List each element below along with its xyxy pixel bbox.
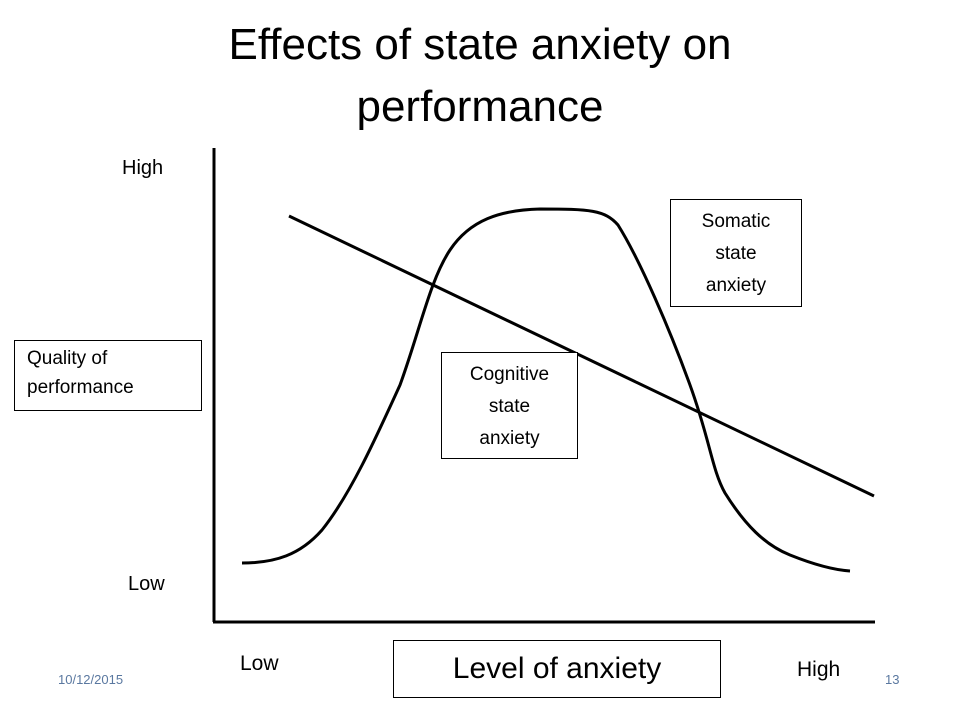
cognitive-label-line-3: anxiety — [479, 428, 540, 449]
y-axis-low-label: Low — [128, 573, 165, 595]
somatic-state-anxiety-label: Somatic state anxiety — [670, 199, 802, 307]
somatic-label-line-2: state — [715, 243, 757, 264]
cognitive-label-line-1: Cognitive — [469, 364, 550, 385]
x-axis-low-label: Low — [240, 652, 279, 675]
somatic-label-line-1: Somatic — [701, 211, 771, 232]
slide-page-number: 13 — [885, 672, 900, 687]
cognitive-state-anxiety-line — [288, 214, 875, 498]
x-axis-title: Level of anxiety — [452, 652, 662, 685]
y-axis-title-line-2: performance — [27, 377, 134, 398]
x-axis-title-box: Level of anxiety — [393, 640, 721, 698]
x-axis-high-label: High — [797, 658, 841, 681]
slide-title: Effects of state anxiety on performance — [228, 20, 732, 131]
y-axis-high-label: High — [122, 157, 164, 179]
y-axis-title-line-1: Quality of — [27, 348, 108, 369]
y-axis-title-box: Quality of performance — [14, 340, 202, 411]
cognitive-label-line-2: state — [488, 396, 531, 417]
slide-date: 10/12/2015 — [58, 672, 124, 687]
somatic-label-line-3: anxiety — [705, 275, 767, 296]
somatic-state-anxiety-curve — [241, 207, 851, 573]
cognitive-state-anxiety-label: Cognitive state anxiety — [441, 352, 578, 459]
